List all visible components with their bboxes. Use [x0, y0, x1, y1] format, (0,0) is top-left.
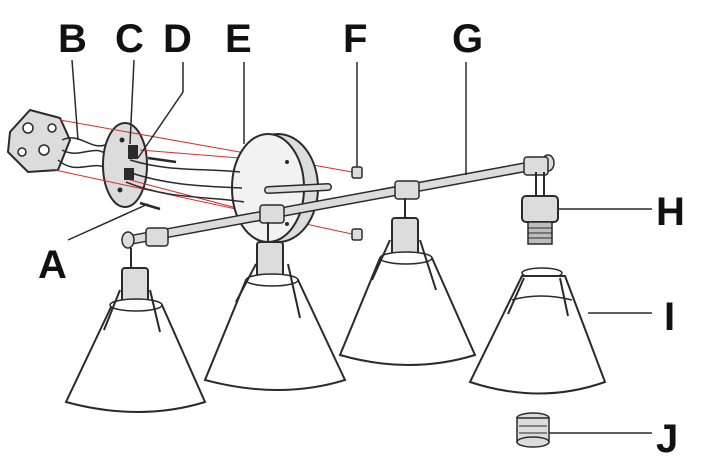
- leader-d: [137, 62, 184, 159]
- callout-labels: A B C D E F G H I J: [38, 17, 685, 459]
- label-j: J: [656, 417, 678, 459]
- label-a: A: [38, 243, 67, 287]
- wire-nuts: [124, 145, 138, 180]
- label-d: D: [163, 17, 192, 61]
- label-f: F: [343, 17, 367, 61]
- arm-support: [264, 183, 332, 194]
- label-e: E: [225, 17, 252, 61]
- junction-box: [6, 108, 72, 174]
- leader-a: [67, 203, 149, 241]
- socket-assembly: [521, 172, 559, 245]
- mounting-strap: [102, 122, 148, 208]
- label-g: G: [452, 17, 483, 61]
- label-c: C: [115, 17, 144, 61]
- leader-c: [129, 59, 135, 145]
- shade-2: [203, 222, 347, 391]
- retaining-ring: [516, 412, 550, 448]
- label-i: I: [664, 295, 675, 339]
- decorative-nuts: [351, 166, 363, 241]
- label-h: H: [656, 190, 685, 234]
- fixture-wires: [125, 159, 245, 203]
- shade-4-exploded: [468, 267, 607, 395]
- leader-b: [71, 59, 79, 141]
- shade-1: [64, 248, 207, 413]
- mounting-screws: [139, 156, 177, 211]
- crossbar-rod: [121, 154, 555, 249]
- leader-lines: [67, 59, 652, 434]
- shade-3: [338, 198, 477, 366]
- label-b: B: [58, 17, 87, 61]
